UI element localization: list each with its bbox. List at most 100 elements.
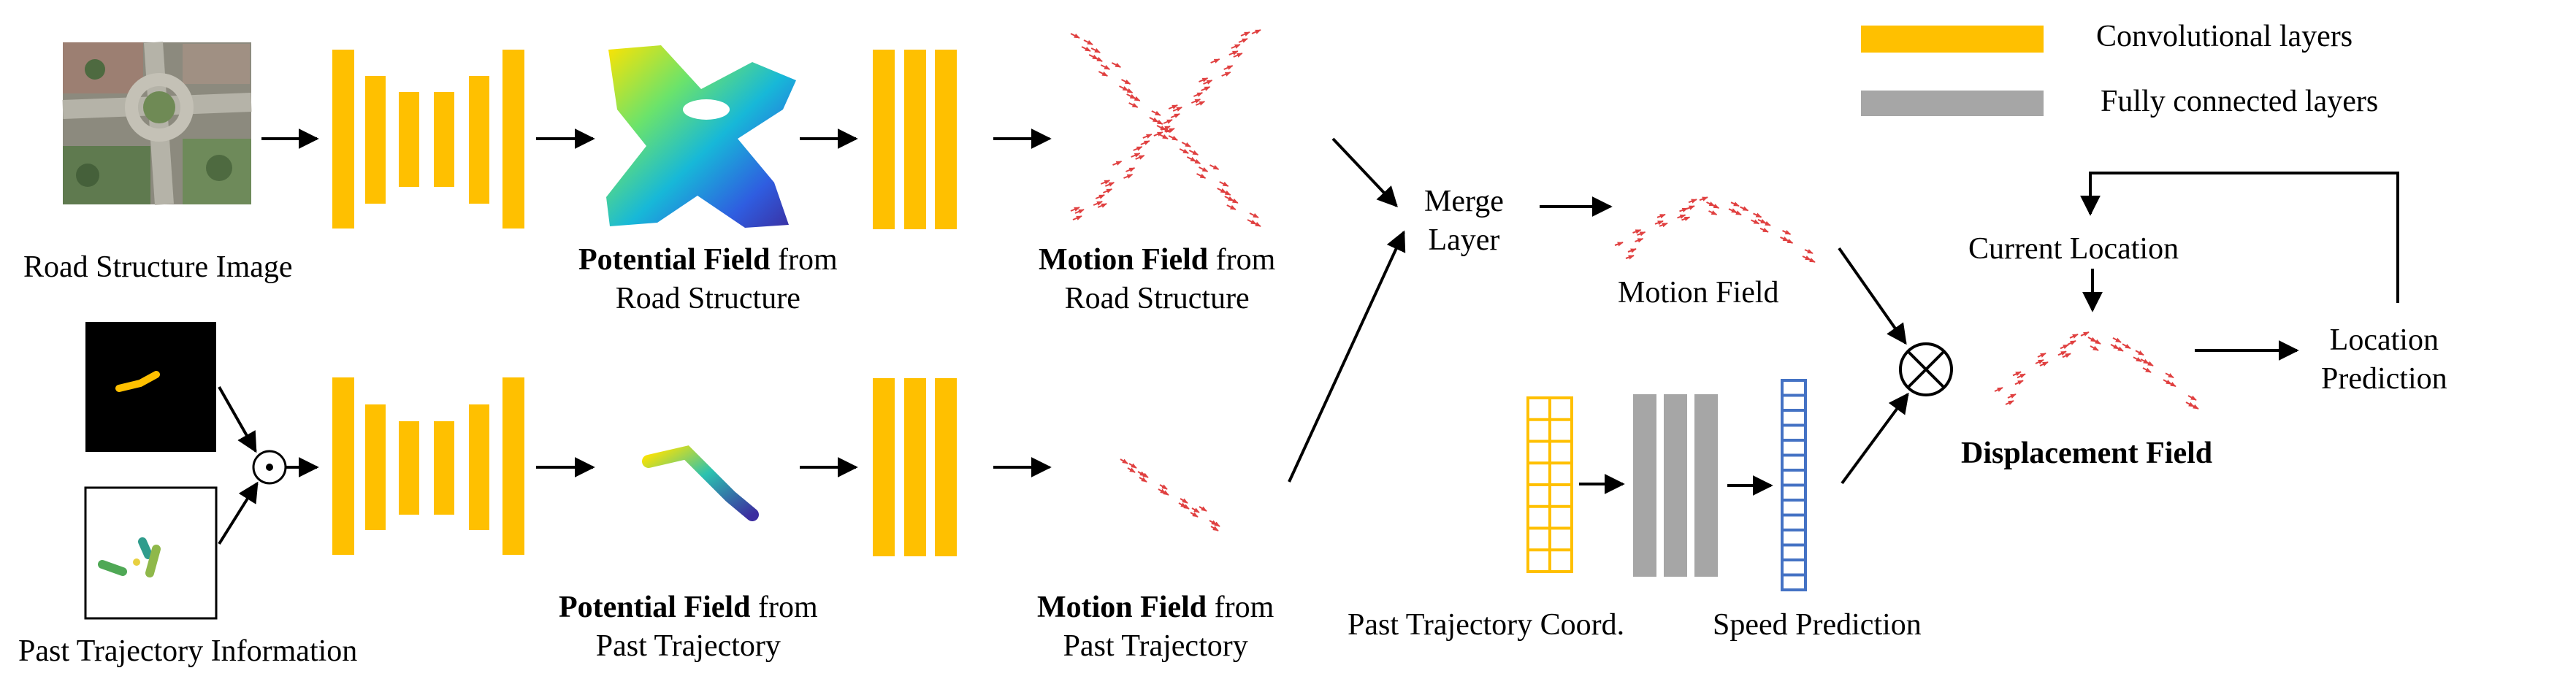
motion-field-arrow [1247,219,1257,225]
motion-field-arrow [1804,249,1813,254]
motion-field-arrow [1121,79,1131,85]
displacement-arrow [2069,334,2079,339]
motion-field-arrow [1753,212,1762,218]
displacement-arrow [2039,361,2049,366]
motion-field-arrow [1125,167,1136,172]
motion-field-road [1070,29,1261,227]
motion-field-arrow [1656,213,1666,219]
displacement-arrow [2165,372,2174,379]
motion-field-arrow [1158,488,1166,494]
road-structure-image [62,42,252,205]
motion-field-arrow [1635,237,1644,243]
motion-field-arrow [1083,39,1093,45]
potential-field-road-label: Potential Field from Road Structure [578,243,838,315]
motion-field-trajectory-label: Motion Field from Past Trajectory [1037,591,1274,663]
displacement-arrow [2062,353,2071,358]
displacement-arrow [2014,380,2024,385]
past-trajectory-coord-grid [1526,396,1573,573]
motion-field-arrow [1195,101,1206,106]
motion-field-arrow [1190,512,1199,518]
motion-field-arrow [1193,92,1204,97]
motion-field-arrow [1210,526,1219,531]
displacement-field-label: Displacement Field [1961,437,2213,470]
displacement-arrow [2112,337,2122,343]
motion-field-arrow [1251,29,1261,34]
displacement-arrow [2140,358,2149,364]
motion-field-arrow [1168,104,1178,110]
motion-field-arrow [1161,126,1171,131]
displacement-arrow [2012,371,2022,377]
displacement-arrow [2090,345,2099,351]
motion-field-arrow [1072,215,1082,220]
merge-layer-label: Merge Layer [1424,185,1504,257]
motion-field-arrow [1088,54,1098,60]
motion-field-arrow [1158,134,1169,139]
location-prediction-label: Location Prediction [2321,323,2447,396]
motion-field-arrow [1740,206,1749,212]
arrow-feedback-loop [2080,172,2399,303]
motion-field-arrow [1142,134,1153,139]
motion-field-arrow [1159,484,1168,490]
motion-field-arrow [1654,220,1664,226]
motion-field-arrow [1199,77,1209,82]
displacement-arrow [2133,356,2142,363]
motion-field-arrow [1199,506,1207,512]
current-location-label: Current Location [1968,232,2179,266]
motion-field-arrow [1179,148,1189,154]
motion-field-arrow [1219,181,1229,187]
motion-field-arrow [1730,201,1740,207]
motion-field-arrow [1119,85,1129,91]
motion-field-arrow [1228,50,1239,55]
arrow-mask-to-dot [218,386,257,453]
trajectory-mask-image [85,322,216,452]
fc-block [1633,394,1718,577]
motion-field-arrow [1137,471,1146,477]
motion-field-arrow [1168,135,1178,141]
motion-field-arrow [1095,194,1105,199]
motion-field-arrow [1111,62,1122,68]
motion-field-arrow [1180,498,1188,504]
motion-field-arrow [1249,212,1259,218]
motion-field-arrow [1627,248,1637,253]
motion-field-arrow [1231,44,1241,49]
motion-field-arrow [1625,255,1635,260]
motion-field-arrow [1151,110,1161,116]
motion-field-arrow [1188,150,1199,155]
displacement-arrow [2185,402,2195,407]
displacement-arrow [2187,395,2197,401]
motion-field-arrow [1240,31,1250,37]
motion-field-arrow [1140,140,1150,145]
motion-field-arrow [1128,463,1137,469]
motion-field-arrow [1780,237,1789,242]
motion-field-arrow [1614,242,1624,247]
past-trajectory-information-label: Past Trajectory Information [18,634,358,668]
motion-field-arrow [1097,203,1107,208]
motion-field-arrow [1133,146,1143,151]
motion-field-arrow [1102,188,1113,193]
speed-prediction-vector [1781,379,1807,591]
motion-field-arrow [1170,113,1180,118]
motion-field-arrow [1100,64,1111,70]
motion-field-arrow [1135,155,1145,160]
motion-field-arrow [1120,458,1128,464]
motion-field-arrow [1209,520,1218,526]
motion-field-trajectory [1120,458,1220,531]
motion-field-arrow [1688,199,1697,204]
motion-field-arrow [1093,201,1103,206]
arrow-mf-road-to-merge [1331,137,1398,208]
arrow-speed-to-multiply [1841,392,1909,485]
motion-field-arrow [1070,207,1080,212]
elementwise-product-node [252,450,287,485]
motion-field-arrow [1070,33,1080,39]
motion-field-arrow [1190,99,1201,104]
motion-field-arrow [1098,71,1109,77]
displacement-arrow [2087,337,2097,342]
displacement-arrow [2057,350,2067,356]
motion-field-arrow [1238,38,1248,43]
displacement-arrow [2080,331,2090,337]
trajectory-heatmap-image [84,486,218,620]
motion-field-arrow [1210,58,1220,64]
motion-field-arrow [1757,218,1767,224]
motion-field-arrow [1224,196,1234,201]
